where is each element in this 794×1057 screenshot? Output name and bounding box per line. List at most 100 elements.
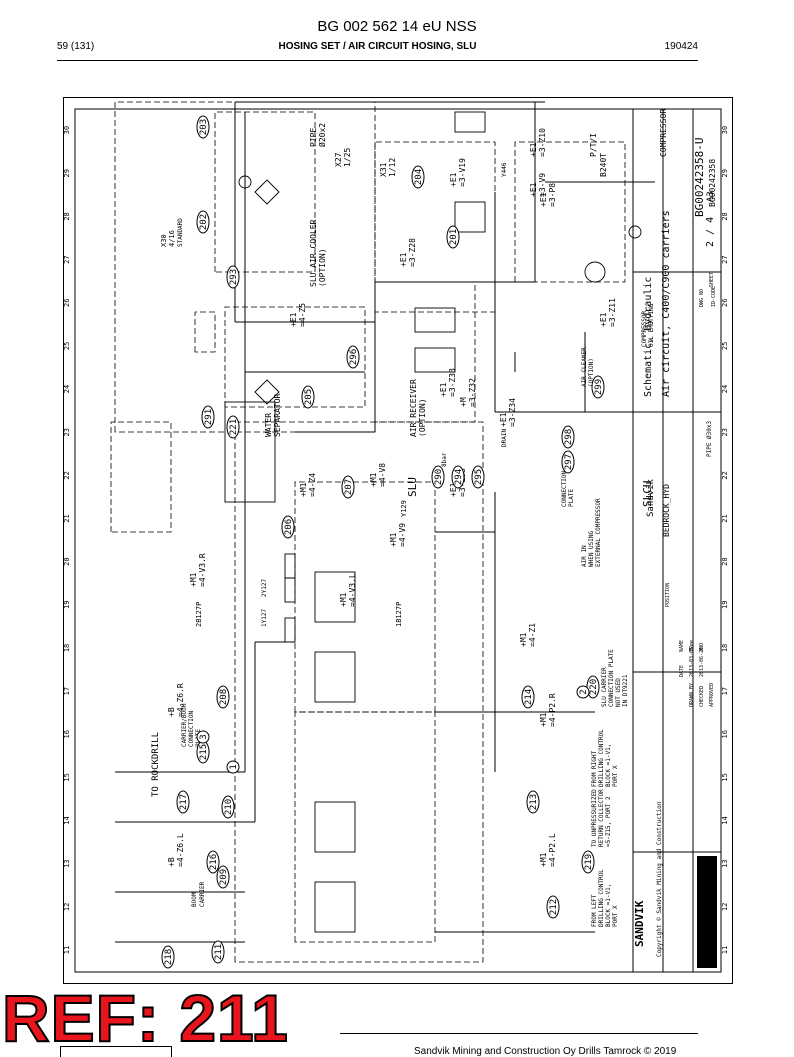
label-to_rockdrill: TO ROCKDRILL <box>151 732 161 797</box>
header-rule <box>57 60 698 61</box>
label-v19: =3-V19 <box>458 158 467 187</box>
ref-number: 212 <box>549 899 559 915</box>
date-code: 190424 <box>664 41 698 52</box>
ref-bubble <box>346 345 360 369</box>
title-block-text: BG00242358 <box>708 159 717 207</box>
title-block-text: SHEET <box>709 272 715 287</box>
label-1y127: 1Y127 <box>261 609 268 627</box>
ref-number: 217 <box>179 794 189 810</box>
grid-label: 17 <box>63 687 71 695</box>
ref-bubble <box>576 685 590 699</box>
ref-bubble <box>221 795 235 819</box>
title-block-text: Copyright © Sandvik Mining and Construct… <box>656 801 663 957</box>
label-y446: Y446 <box>501 162 508 177</box>
label-y129: Y129 <box>400 500 408 517</box>
ref-bubble <box>161 945 175 969</box>
ref-number: 290 <box>434 469 444 485</box>
ref-number: 299 <box>594 379 604 395</box>
ref-number: 211 <box>214 944 224 960</box>
label-air_in: WHEN USING <box>588 530 595 567</box>
label-x31: X31 <box>379 162 388 177</box>
title-block-text: DATE <box>679 665 685 677</box>
title-block-text: APPROVED <box>709 683 715 707</box>
label-water_sep: SEPARATOR <box>273 393 282 437</box>
ref-number: 221 <box>229 419 239 435</box>
label-from_left: BLOCK =1-V1, <box>605 884 612 927</box>
grid-label: 23 <box>63 428 71 436</box>
ref-number: 208 <box>219 689 229 705</box>
label-air_cooler: SLU AIR COOLER <box>309 219 318 287</box>
footer-logo <box>60 1046 172 1057</box>
label-z4: =4-Z4 <box>308 473 317 497</box>
page-number: 59 (131) <box>57 41 95 52</box>
label-z1: +M1 <box>519 632 528 647</box>
label-z6r: +B <box>167 707 176 717</box>
label-to_return: TO UNPRESSURIZED <box>591 789 598 847</box>
ref-bubble <box>521 685 535 709</box>
grid-label: 18 <box>63 644 71 652</box>
label-air_receiver: AIR RECEIVER <box>409 379 418 437</box>
ref-bubble <box>526 790 540 814</box>
ref-bubble <box>411 165 425 189</box>
ref-bubble <box>196 210 210 234</box>
label-from_right: PORT X <box>612 765 619 787</box>
label-z6r: =4-Z6.R <box>176 683 185 717</box>
label-v9: +M1 <box>389 532 398 547</box>
ref-bubble <box>216 685 230 709</box>
label-z32: =3-Z32 <box>468 378 477 407</box>
label-p2r: =4-P2.R <box>548 693 557 727</box>
ref-bubble <box>196 115 210 139</box>
grid-label: 16 <box>721 730 729 738</box>
ref-number: 1 <box>229 764 239 769</box>
label-drain: DRAIN <box>501 429 508 447</box>
label-comp_oil: COMPRESSOR <box>641 310 648 347</box>
ref-bubble <box>201 405 215 429</box>
grid-label: 23 <box>721 428 729 436</box>
grid-label: 25 <box>721 342 729 350</box>
ref-bubble <box>301 385 315 409</box>
grid-label: 29 <box>721 169 729 177</box>
label-v9e: +E1 <box>529 182 538 197</box>
ref-bubble <box>226 415 240 439</box>
title-block-text: 2013-06-26 <box>699 647 705 677</box>
label-z10: +E1 <box>529 142 538 157</box>
label-from_right: FROM RIGHT <box>591 750 598 787</box>
label-z28: +E1 <box>399 252 408 267</box>
label-p2l: =4-P2.L <box>548 833 557 867</box>
footer-copyright: Sandvik Mining and Construction Oy Drill… <box>414 1046 677 1057</box>
ref-number: 204 <box>414 169 424 185</box>
ref-number: 219 <box>584 854 594 870</box>
ref-number: 215 <box>199 744 209 760</box>
label-z32: +M <box>459 397 468 407</box>
drill-control-right <box>294 481 436 713</box>
label-carrier_boom_conn: CONNECTION <box>188 710 195 747</box>
title-block-text: JHO <box>699 643 705 652</box>
title-block-text: ID-CODE <box>711 286 717 307</box>
label-v8: +M1 <box>369 472 378 487</box>
label-z6l: =4-Z6.L <box>176 833 185 867</box>
grid-label: 29 <box>63 169 71 177</box>
grid-label: 15 <box>63 773 71 781</box>
ref-bubble <box>341 475 355 499</box>
label-air_cooler: (OPTION) <box>318 248 327 287</box>
label-z6l: +B <box>167 857 176 867</box>
ref-bubble <box>206 850 220 874</box>
title-block-text: CHECKED <box>699 686 705 707</box>
label-1b127p: 1B127P <box>395 602 403 627</box>
grid-label: 12 <box>721 903 729 911</box>
label-slu_carrier_conn: CONNECTION PLATE <box>608 649 615 707</box>
grid-label: 22 <box>721 471 729 479</box>
label-b240t: B240T <box>599 153 608 177</box>
label-z35: +E1 <box>449 482 458 497</box>
ref-number: 207 <box>344 479 354 495</box>
grid-label: 26 <box>721 299 729 307</box>
label-z28: =3-Z28 <box>408 238 417 267</box>
label-pipe_20x2: PIPE <box>309 128 318 147</box>
grid-label: 17 <box>721 687 729 695</box>
label-x31: 1/12 <box>388 158 397 177</box>
label-slu: SLU <box>406 477 419 497</box>
ref-number: 298 <box>564 429 574 445</box>
label-v3l: =4-V3.L <box>348 573 357 607</box>
label-z4: +M1 <box>299 482 308 497</box>
